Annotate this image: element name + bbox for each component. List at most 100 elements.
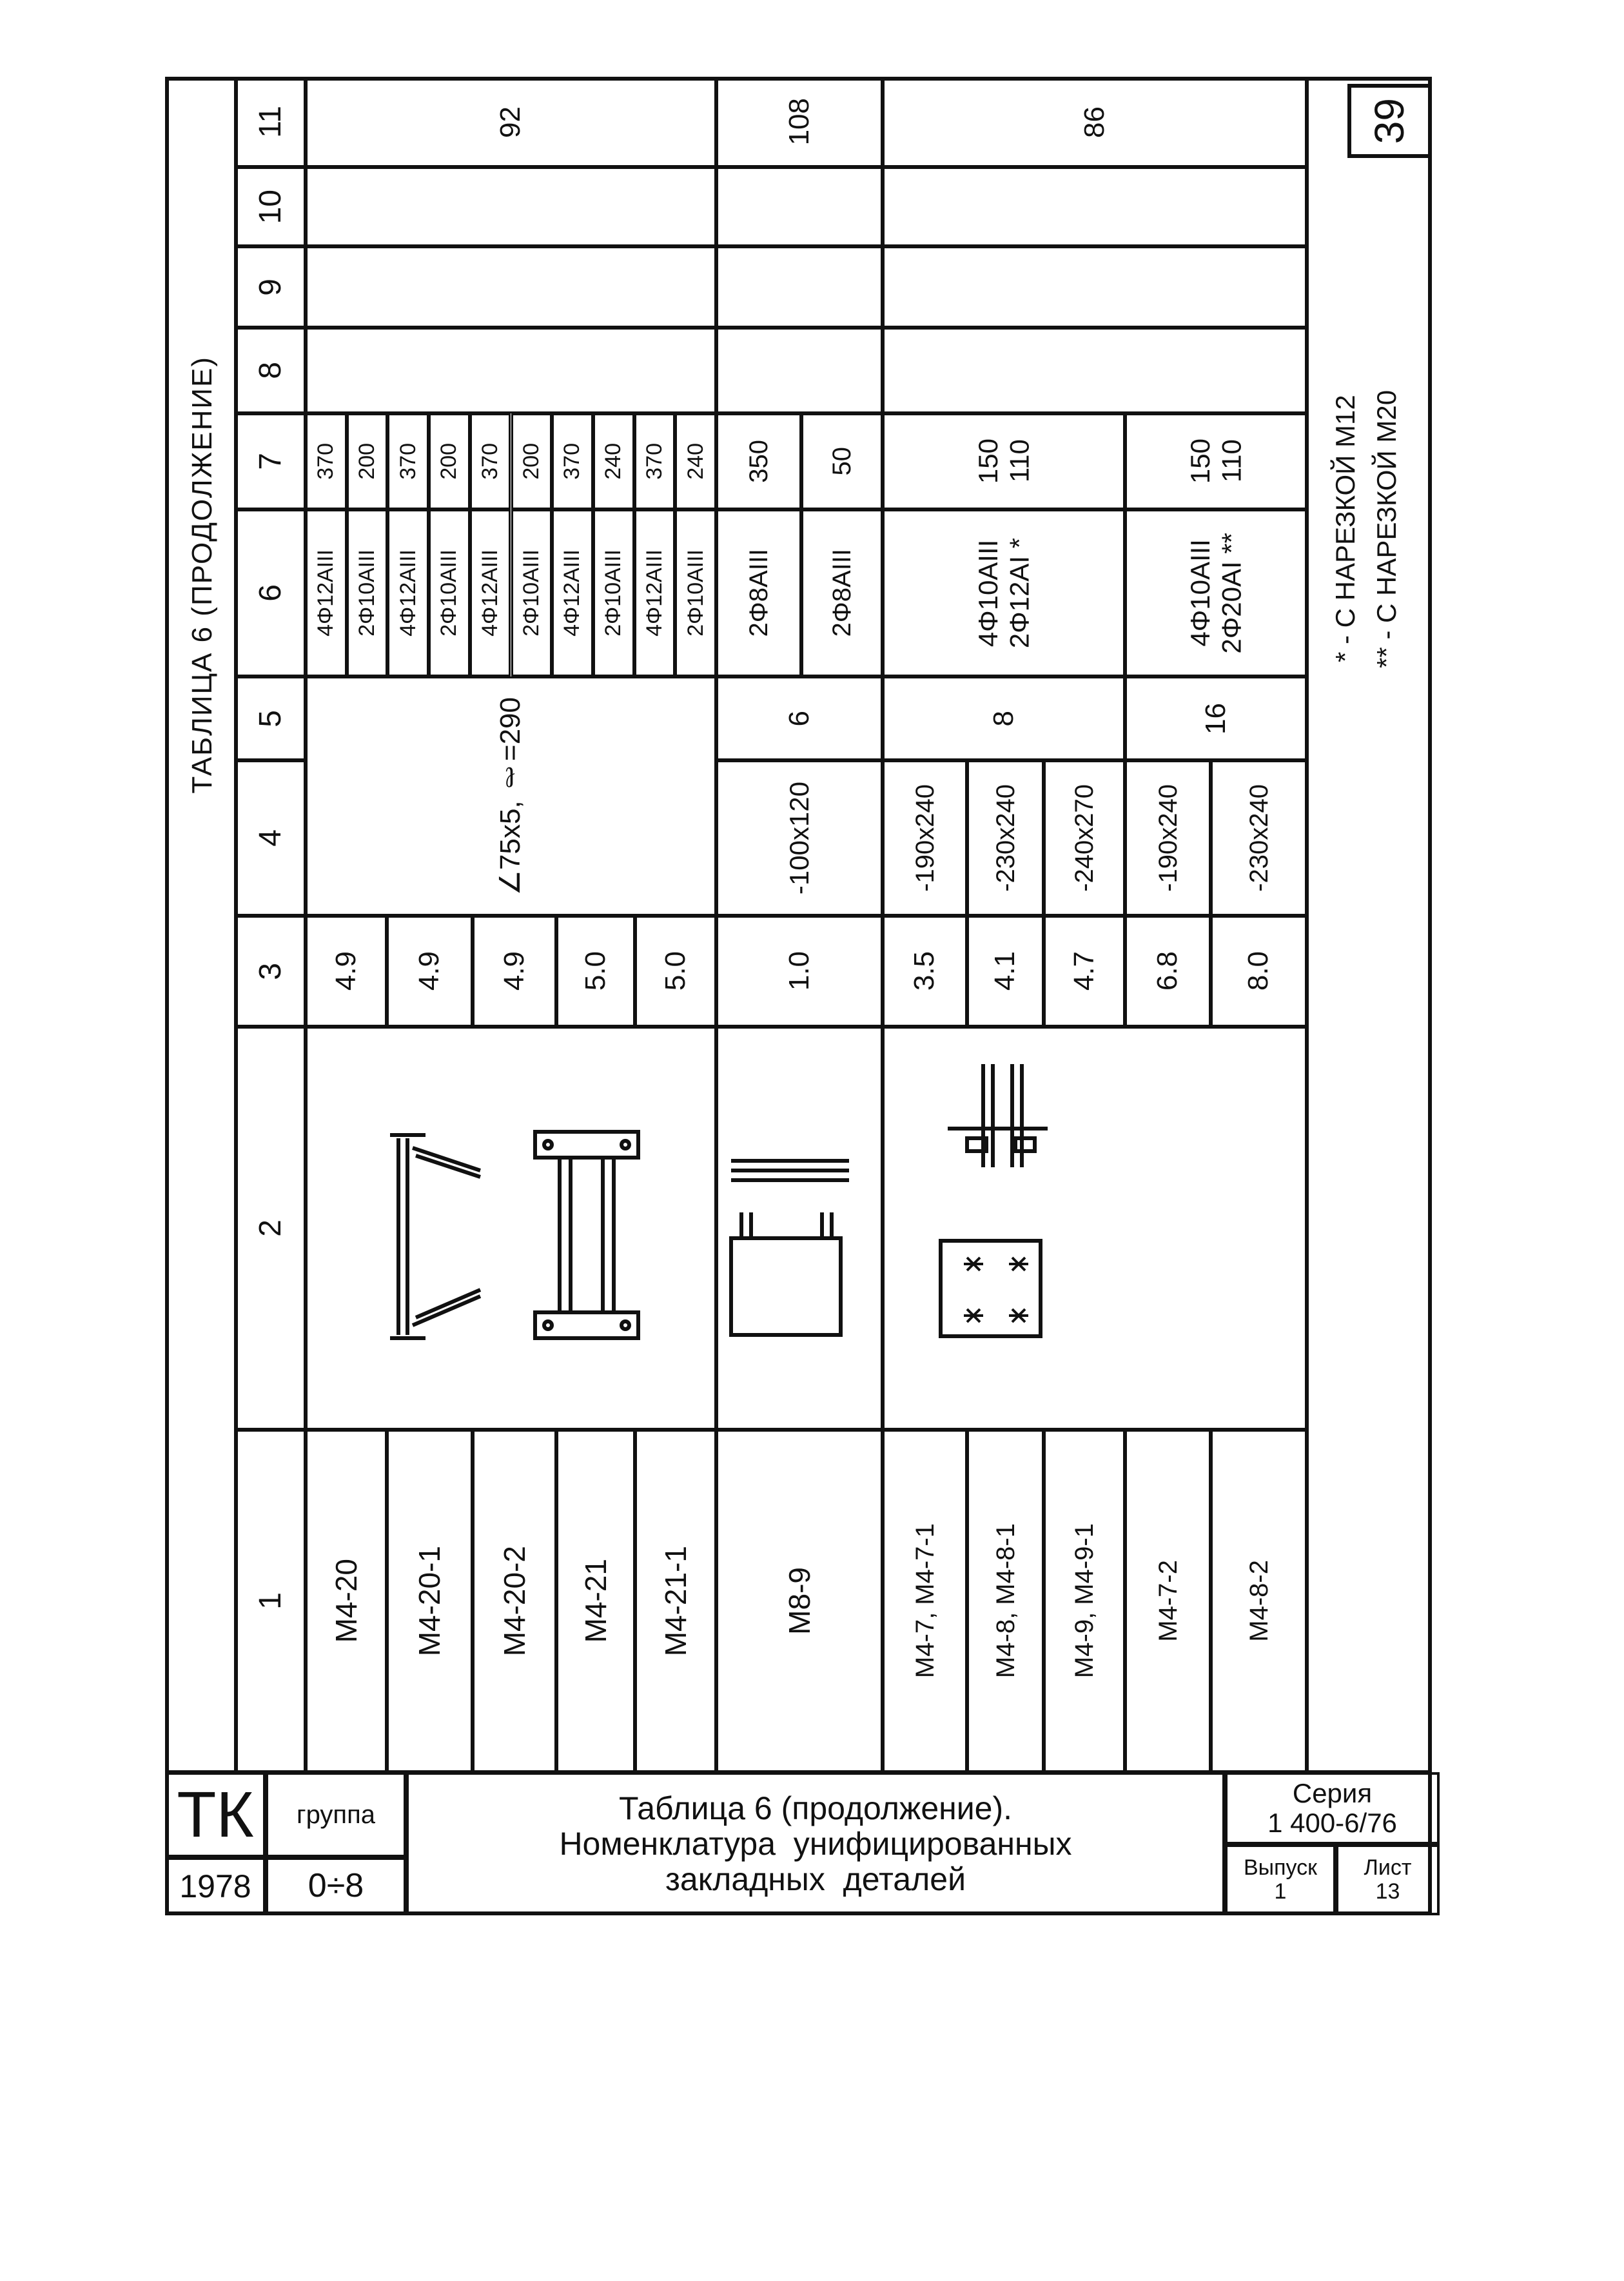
rebar-length: 150 110 xyxy=(883,413,1125,509)
rebar-length: 370 xyxy=(387,413,429,509)
col5-value: 8 xyxy=(883,676,1125,760)
rebar-length: 370 xyxy=(469,413,511,509)
caption-strip: ТАБЛИЦА 6 (ПРОДОЛЖЕНИЕ) xyxy=(165,77,236,1772)
part-mark: М4-20 xyxy=(306,1430,387,1772)
column-number: 11 xyxy=(236,77,306,167)
plate-size: -240х270 xyxy=(1044,760,1125,916)
sketch-cell xyxy=(883,1027,1307,1430)
rebar-spec: 4Φ12AIII xyxy=(634,509,676,676)
rebar-length: 370 xyxy=(634,413,676,509)
rebar-length: 200 xyxy=(429,413,470,509)
column-number: 10 xyxy=(236,167,306,246)
plate-size: -230х240 xyxy=(1211,760,1307,916)
empty-cell xyxy=(716,167,883,246)
mass-value: 4.1 xyxy=(967,916,1044,1027)
column-number: 5 xyxy=(236,676,306,760)
mass-value: 8.0 xyxy=(1211,916,1307,1027)
rebar-spec: 2Φ10AIII xyxy=(429,509,470,676)
rebar-spec: 4Φ12AIII xyxy=(306,509,347,676)
plate-size: -190х240 xyxy=(1125,760,1211,916)
sketch-cell xyxy=(306,1027,716,1430)
part-mark: М4-7, М4-7-1 xyxy=(883,1430,967,1772)
empty-cell xyxy=(883,328,1307,413)
sketch-cell xyxy=(716,1027,883,1430)
tk-mark: ТК xyxy=(165,1772,266,1857)
footnote: * - С НАРЕЗКОЙ М12 xyxy=(1330,395,1360,663)
mass-value: 1.0 xyxy=(716,916,883,1027)
part-mark: М4-20-2 xyxy=(473,1430,556,1772)
rebar-spec: 2Φ8AIII xyxy=(716,509,801,676)
footnote-strip xyxy=(1307,77,1432,1772)
empty-cell xyxy=(883,246,1307,328)
empty-cell xyxy=(306,167,716,246)
col5-value: 6 xyxy=(716,676,883,760)
rebar-length: 240 xyxy=(592,413,634,509)
part-mark: М4-21-1 xyxy=(635,1430,716,1772)
col11-value: 108 xyxy=(716,77,883,167)
document-title: Таблица 6 (продолжение). Номенклатура ун… xyxy=(406,1772,1225,1915)
mass-value: 5.0 xyxy=(635,916,716,1027)
rebar-length: 370 xyxy=(306,413,347,509)
empty-cell xyxy=(883,167,1307,246)
col11-value: 86 xyxy=(883,77,1307,167)
part-mark: М4-8-2 xyxy=(1211,1430,1307,1772)
column-number: 7 xyxy=(236,413,306,509)
issue-value: 1 xyxy=(1274,1879,1287,1904)
plate-size: -100х120 xyxy=(716,760,883,916)
column-number: 3 xyxy=(236,916,306,1027)
angle-profile: ∠75х5, ℓ=290 xyxy=(306,676,716,916)
group-label: группа xyxy=(266,1772,406,1857)
column-number: 4 xyxy=(236,760,306,916)
empty-cell xyxy=(716,246,883,328)
part-mark: М4-20-1 xyxy=(387,1430,473,1772)
series-label: Серия 1 400-6/76 xyxy=(1225,1772,1440,1844)
mass-value: 6.8 xyxy=(1125,916,1211,1027)
page-number: 39 xyxy=(1347,84,1432,158)
rebar-length: 50 xyxy=(801,413,883,509)
rebar-spec: 2Φ10AIII xyxy=(592,509,634,676)
plate-size: -190х240 xyxy=(883,760,967,916)
sketch-angle-part xyxy=(390,1133,482,1340)
empty-cell xyxy=(306,246,716,328)
sketch-plate-with-studs xyxy=(939,1064,1048,1338)
part-mark: М8-9 xyxy=(716,1430,883,1772)
rebar-spec: 4Φ10AIII 2Φ12AI * xyxy=(883,509,1125,676)
part-mark: М4-21 xyxy=(556,1430,635,1772)
rebar-spec: 2Φ10AIII xyxy=(675,509,716,676)
mass-value: 3.5 xyxy=(883,916,967,1027)
sheet-value: 13 xyxy=(1375,1879,1400,1904)
rebar-spec: 2Φ10AIII xyxy=(511,509,553,676)
column-number: 1 xyxy=(236,1430,306,1772)
column-number: 6 xyxy=(236,509,306,676)
column-number: 8 xyxy=(236,328,306,413)
part-mark: М4-8, М4-8-1 xyxy=(967,1430,1044,1772)
sketch-i-shaped-part xyxy=(533,1130,640,1340)
year: 1978 xyxy=(165,1857,266,1915)
rebar-spec: 2Φ8AIII xyxy=(801,509,883,676)
part-mark: М4-9, М4-9-1 xyxy=(1044,1430,1125,1772)
rebar-spec: 4Φ12AIII xyxy=(469,509,511,676)
rebar-length: 370 xyxy=(552,413,593,509)
empty-cell xyxy=(716,328,883,413)
mass-value: 5.0 xyxy=(556,916,635,1027)
rebar-length: 350 xyxy=(716,413,801,509)
rebar-spec: 4Φ12AIII xyxy=(552,509,593,676)
mass-value: 4.9 xyxy=(473,916,556,1027)
rebar-length: 150 110 xyxy=(1125,413,1307,509)
issue-label: Выпуск xyxy=(1243,1855,1318,1880)
plate-size: -230х240 xyxy=(967,760,1044,916)
column-number: 9 xyxy=(236,246,306,328)
rebar-length: 240 xyxy=(675,413,716,509)
part-mark: М4-7-2 xyxy=(1125,1430,1211,1772)
empty-cell xyxy=(306,328,716,413)
footnote: ** - С НАРЕЗКОЙ М20 xyxy=(1371,390,1402,668)
mass-value: 4.9 xyxy=(306,916,387,1027)
column-number: 2 xyxy=(236,1027,306,1430)
sketch-m8-9 xyxy=(729,1159,849,1337)
mass-value: 4.7 xyxy=(1044,916,1125,1027)
rebar-length: 200 xyxy=(346,413,388,509)
col11-value: 92 xyxy=(306,77,716,167)
